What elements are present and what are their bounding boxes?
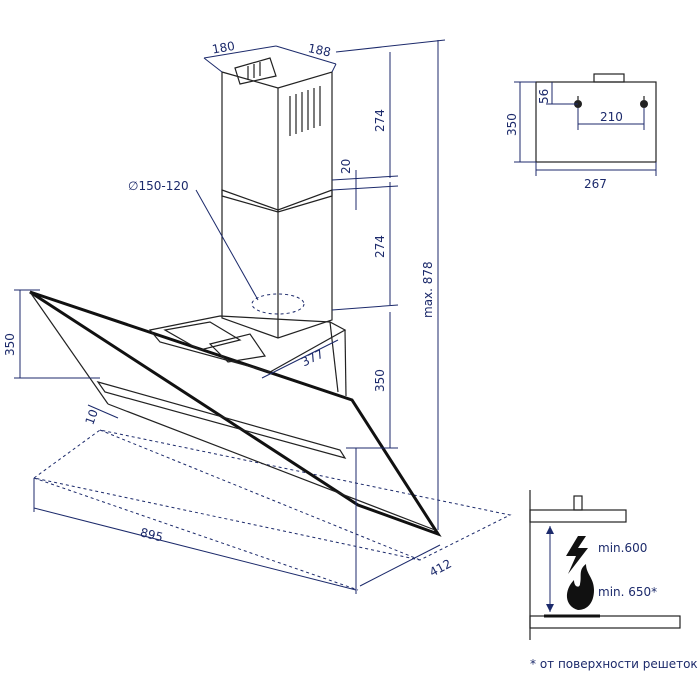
min-gas: min. 650* bbox=[598, 585, 657, 599]
dim-body-height: 350 bbox=[373, 369, 387, 392]
side-hole-spacing: 210 bbox=[600, 110, 623, 124]
dim-bracket-depth: 377 bbox=[299, 347, 326, 370]
footnote: * от поверхности решеток bbox=[530, 657, 698, 671]
side-width: 267 bbox=[584, 177, 607, 191]
hood-underside bbox=[529, 509, 627, 523]
mounting-panel bbox=[535, 81, 657, 163]
side-height: 350 bbox=[505, 113, 519, 136]
cooktop bbox=[529, 615, 681, 629]
duct-opening bbox=[251, 293, 305, 315]
flame-icon bbox=[566, 564, 594, 610]
footprint-outline bbox=[32, 429, 512, 561]
side-mount-offset: 56 bbox=[537, 89, 551, 104]
lightning-icon bbox=[566, 536, 588, 574]
mounting-view: 350 56 210 267 bbox=[505, 73, 657, 191]
hood-main-view: 180 188 ∅150-120 274 20 274 max. 878 350… bbox=[3, 39, 512, 594]
dim-duct-diameter: ∅150-120 bbox=[128, 179, 189, 193]
glass-panel bbox=[29, 290, 442, 537]
vent-slots bbox=[247, 62, 321, 136]
upper-chimney bbox=[221, 71, 333, 213]
dim-width: 895 bbox=[139, 525, 165, 544]
dimension-lines bbox=[14, 39, 446, 594]
dim-glass-height: 350 bbox=[3, 333, 17, 356]
dim-max-height: max. 878 bbox=[421, 261, 435, 318]
mount-hole-left bbox=[574, 96, 582, 108]
dim-chimney-depth: 188 bbox=[307, 41, 332, 59]
installation-view: min.600 min. 650* * от поверхности решет… bbox=[529, 490, 698, 671]
dim-depth: 412 bbox=[427, 556, 454, 579]
mount-hole-right bbox=[640, 96, 648, 108]
min-electric: min.600 bbox=[598, 541, 647, 555]
dim-lower-chimney: 274 bbox=[373, 235, 387, 258]
inner-panel bbox=[96, 380, 347, 459]
dim-gap: 20 bbox=[339, 159, 353, 174]
dim-offset: 10 bbox=[83, 407, 101, 426]
dim-upper-chimney: 274 bbox=[373, 109, 387, 132]
dim-chimney-width: 180 bbox=[211, 39, 236, 57]
